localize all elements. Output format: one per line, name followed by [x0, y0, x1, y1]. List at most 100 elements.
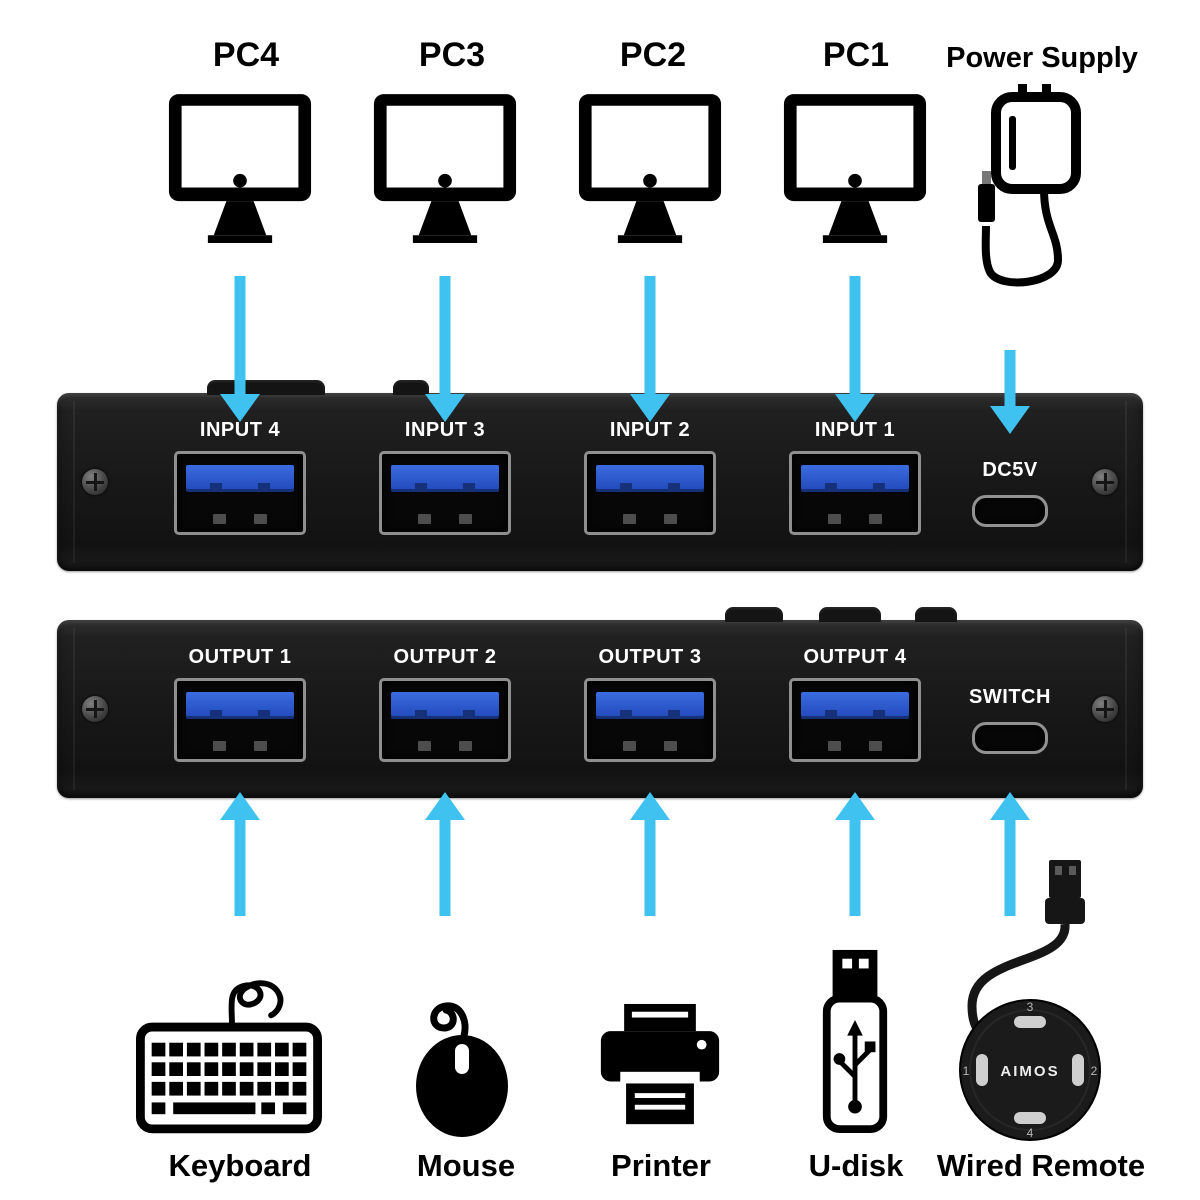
usb-tongue — [391, 465, 499, 492]
switch-port-label: SWITCH — [969, 686, 1051, 708]
arrow-head — [220, 394, 260, 422]
usb-switch-output-side: OUTPUT 1 OUTPUT 2 OUTPUT 3 OUTPUT 4 SWIT… — [57, 607, 1143, 798]
usb-contact — [869, 514, 882, 524]
input4-label: INPUT 4 — [199, 419, 281, 441]
usb-tongue — [186, 692, 294, 719]
usb-contact — [254, 741, 267, 751]
output1-label: OUTPUT 1 — [188, 646, 292, 668]
arrow-pc1-to-input1 — [835, 276, 875, 422]
arrow-head — [425, 792, 465, 820]
keyboard-label: Keyboard — [168, 1148, 312, 1183]
output2-label: OUTPUT 2 — [393, 646, 497, 668]
usb-contact — [664, 741, 677, 751]
arrow-mouse-to-output2 — [425, 792, 465, 916]
device-button-bump — [819, 607, 881, 622]
arrow-head — [990, 406, 1030, 434]
arrow-remote-to-switch — [990, 792, 1030, 916]
arrow-shaft — [849, 816, 861, 916]
usb-contact — [828, 741, 841, 751]
usb-contact — [459, 741, 472, 751]
wired-remote-label: Wired Remote — [936, 1148, 1146, 1183]
arrow-shaft — [439, 816, 451, 916]
device-button-bump — [393, 380, 429, 395]
udisk-label: U-disk — [808, 1148, 904, 1183]
remote-button-2: 2 — [1091, 1064, 1098, 1078]
printer-label: Printer — [611, 1148, 711, 1183]
arrow-shaft — [234, 816, 246, 916]
arrow-shaft — [1004, 350, 1016, 410]
remote-brand-text: AIMOS — [1000, 1063, 1059, 1080]
monitor-icon — [577, 92, 723, 248]
input3-usb-port — [379, 451, 511, 535]
arrow-shaft — [439, 276, 451, 398]
keyboard-icon — [136, 980, 322, 1134]
input3-label: INPUT 3 — [404, 419, 486, 441]
usb-tongue — [596, 465, 704, 492]
arrow-head — [835, 394, 875, 422]
usb-tongue — [391, 692, 499, 719]
usb-contact — [418, 741, 431, 751]
arrow-power-to-dc5v — [990, 350, 1030, 434]
input1-usb-port — [789, 451, 921, 535]
arrow-pc4-to-input4 — [220, 276, 260, 422]
usb-switch-input-side: INPUT 4 INPUT 3 INPUT 2 INPUT 1 DC5V — [57, 380, 1143, 571]
input1-label: INPUT 1 — [814, 419, 896, 441]
usb-contact — [459, 514, 472, 524]
output4-usb-port — [789, 678, 921, 762]
arrow-printer-to-output3 — [630, 792, 670, 916]
power-supply-label: Power Supply — [946, 42, 1138, 74]
output3-usb-port — [584, 678, 716, 762]
arrow-head — [835, 792, 875, 820]
monitor-icon — [372, 92, 518, 248]
usb-contact — [213, 514, 226, 524]
arrow-keyboard-to-output1 — [220, 792, 260, 916]
arrow-head — [630, 394, 670, 422]
screw-icon — [82, 696, 108, 722]
pc3-label: PC3 — [418, 36, 486, 74]
arrow-head — [425, 394, 465, 422]
usb-flash-drive-icon — [822, 949, 888, 1133]
arrow-pc2-to-input2 — [630, 276, 670, 422]
pc4-label: PC4 — [212, 36, 280, 74]
arrow-head — [220, 792, 260, 820]
dc5v-label: DC5V — [982, 459, 1038, 481]
pc1-label: PC1 — [822, 36, 890, 74]
output3-label: OUTPUT 3 — [598, 646, 702, 668]
arrow-pc3-to-input3 — [425, 276, 465, 422]
usb-tongue — [801, 465, 909, 492]
input4-usb-port — [174, 451, 306, 535]
output1-usb-port — [174, 678, 306, 762]
usb-contact — [418, 514, 431, 524]
wired-remote-icon: AIMOS 3 1 2 4 — [959, 860, 1101, 1141]
usb-tongue — [801, 692, 909, 719]
output4-label: OUTPUT 4 — [803, 646, 907, 668]
printer-icon — [600, 1003, 720, 1125]
device-button-bump — [915, 607, 957, 622]
screw-icon — [1092, 696, 1118, 722]
usb-tongue — [596, 692, 704, 719]
mouse-label: Mouse — [416, 1148, 516, 1183]
arrow-shaft — [644, 276, 656, 398]
usb-contact — [213, 741, 226, 751]
screw-icon — [1092, 469, 1118, 495]
screw-icon — [82, 469, 108, 495]
usb-contact — [828, 514, 841, 524]
monitor-icon — [167, 92, 313, 248]
monitor-icon — [782, 92, 928, 248]
usb-contact — [623, 514, 636, 524]
arrow-udisk-to-output4 — [835, 792, 875, 916]
arrow-head — [630, 792, 670, 820]
input2-label: INPUT 2 — [609, 419, 691, 441]
usb-contact — [869, 741, 882, 751]
power-adapter-icon — [978, 84, 1081, 287]
arrow-shaft — [644, 816, 656, 916]
usb-contact — [664, 514, 677, 524]
arrow-shaft — [1004, 816, 1016, 916]
arrow-head — [990, 792, 1030, 820]
arrow-shaft — [234, 276, 246, 398]
usb-tongue — [186, 465, 294, 492]
device-button-bump — [725, 607, 783, 622]
mouse-icon — [416, 1002, 508, 1137]
dc5v-port — [972, 495, 1048, 527]
